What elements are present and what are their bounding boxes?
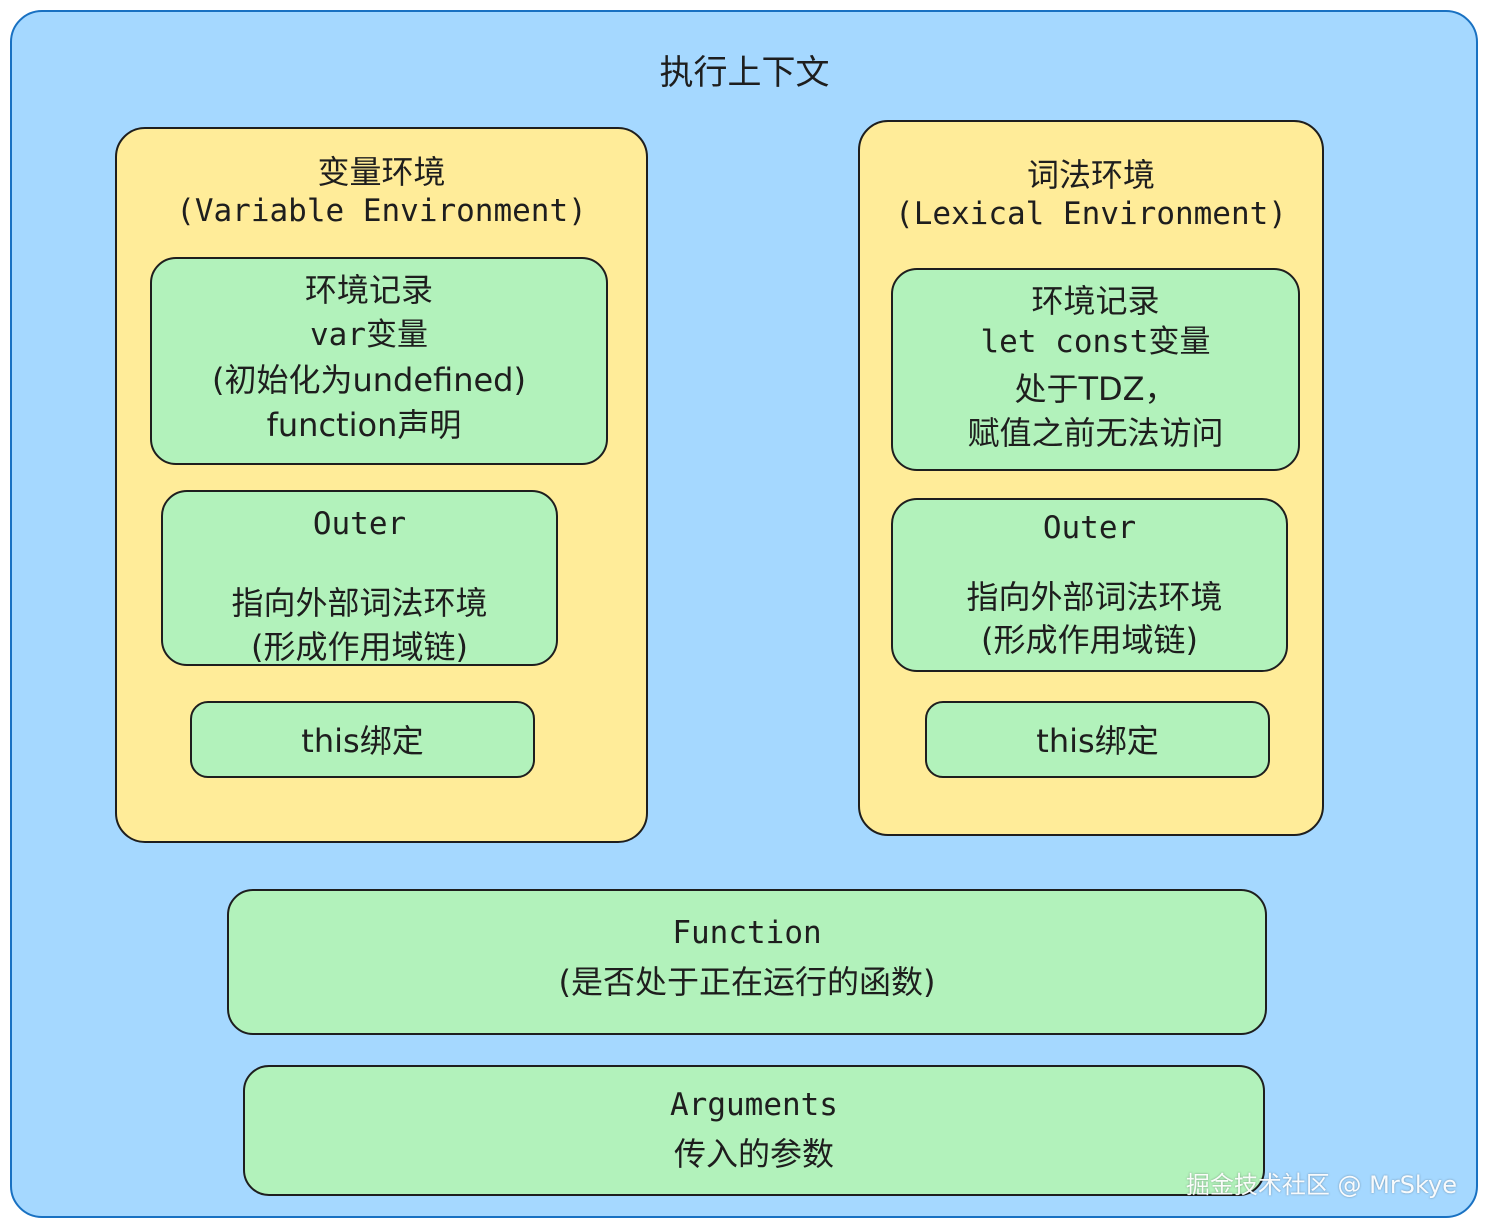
le-outer-line: 指向外部词法环境 <box>966 578 1223 616</box>
variable-environment-title: 变量环境 <box>317 153 446 191</box>
ve-outer-line: (形成作用域链) <box>251 628 468 666</box>
ve-this-binding-box: this绑定 <box>190 701 535 778</box>
le-outer-line: (形成作用域链) <box>981 621 1198 659</box>
ve-record-line: (初始化为undefined) <box>212 361 526 399</box>
ve-record-line: var变量 <box>310 317 428 353</box>
lexical-environment-title: 词法环境 <box>1026 156 1155 194</box>
le-outer-box: Outer 指向外部词法环境 (形成作用域链) <box>891 498 1288 672</box>
le-this-binding-label: this绑定 <box>1036 722 1159 760</box>
function-box: Function (是否处于正在运行的函数) <box>227 889 1267 1035</box>
arguments-subtitle: 传入的参数 <box>673 1135 834 1173</box>
le-outer-title: Outer <box>1042 510 1137 546</box>
ve-outer-title: Outer <box>312 506 407 542</box>
lexical-environment-subtitle: (Lexical Environment) <box>895 196 1287 232</box>
le-record-line: let const变量 <box>980 324 1211 360</box>
ve-this-binding-label: this绑定 <box>301 722 424 760</box>
ve-record-line: function声明 <box>266 406 462 444</box>
function-title: Function <box>672 915 822 951</box>
execution-context-title: 执行上下文 <box>659 53 830 93</box>
le-record-line: 赋值之前无法访问 <box>967 414 1224 452</box>
ve-outer-line: 指向外部词法环境 <box>231 584 488 622</box>
ve-outer-box: Outer 指向外部词法环境 (形成作用域链) <box>161 490 558 666</box>
function-subtitle: (是否处于正在运行的函数) <box>558 963 936 1001</box>
ve-environment-record-box: 环境记录 var变量 (初始化为undefined) function声明 <box>150 257 608 465</box>
le-record-line: 环境记录 <box>1031 282 1160 320</box>
watermark: 掘金技术社区 @ MrSkye <box>1185 1171 1457 1199</box>
le-this-binding-box: this绑定 <box>925 701 1270 778</box>
arguments-box: Arguments 传入的参数 <box>243 1065 1265 1196</box>
le-environment-record-box: 环境记录 let const变量 处于TDZ， 赋值之前无法访问 <box>891 268 1300 471</box>
variable-environment-subtitle: (Variable Environment) <box>176 193 587 229</box>
ve-record-line: 环境记录 <box>304 271 433 309</box>
arguments-title: Arguments <box>670 1087 838 1123</box>
le-record-line: 处于TDZ， <box>1014 370 1177 408</box>
